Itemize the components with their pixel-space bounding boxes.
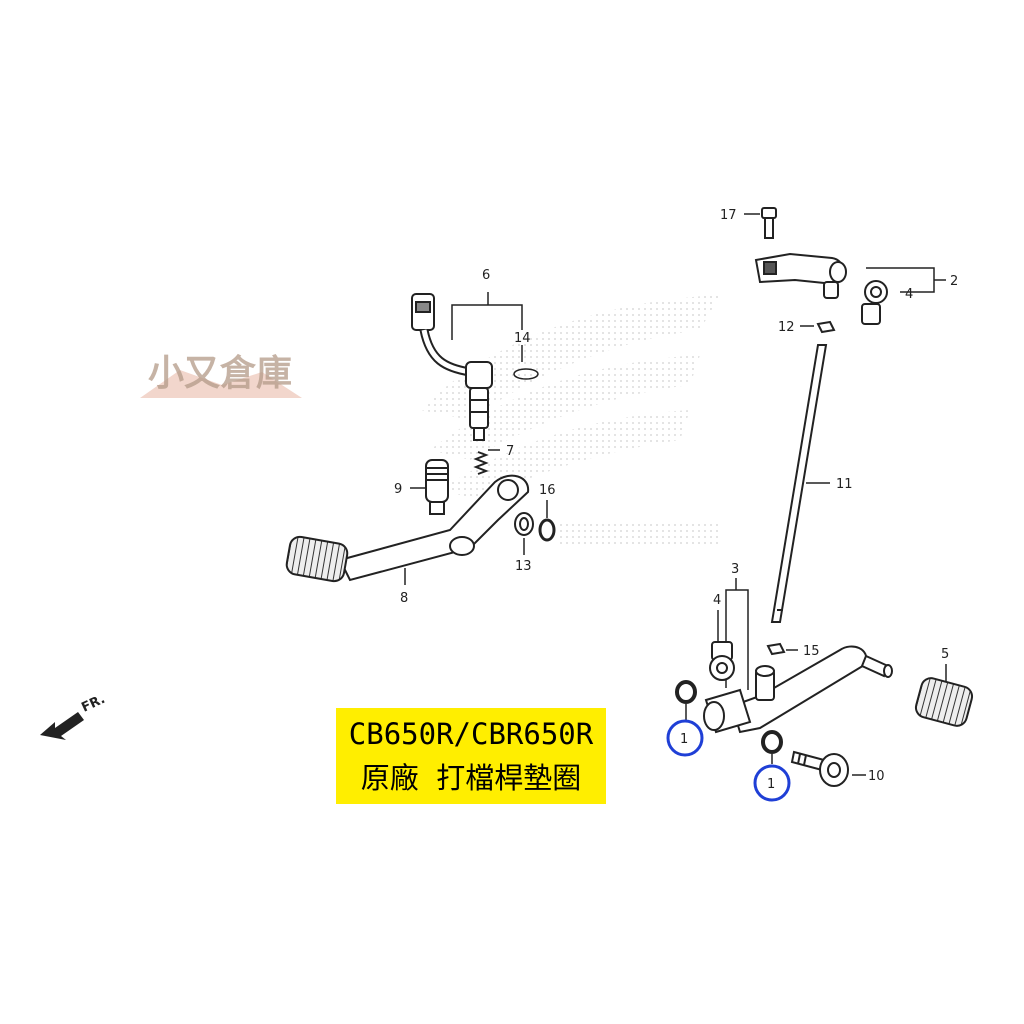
part-4-lower-rod-end [709, 641, 735, 681]
front-direction-label: FR. [79, 692, 107, 716]
callout-1-right: 1 [767, 777, 775, 792]
part-6-shift-rod [411, 293, 493, 441]
callout-2: 2 [950, 274, 958, 289]
part-1-washer-left [675, 680, 697, 722]
part-12-nut [816, 320, 836, 334]
callout-10: 10 [868, 769, 885, 784]
callout-16: 16 [539, 483, 556, 498]
caption-description-line: 原廠 打檔桿墊圈 [360, 761, 582, 795]
callout-8: 8 [400, 591, 408, 606]
caption-model-line: CB650R/CBR650R [348, 717, 594, 751]
part-17-bolt [761, 207, 777, 239]
callout-15: 15 [803, 644, 820, 659]
part-16-o-ring [538, 518, 556, 542]
callout-5: 5 [941, 647, 949, 662]
part-7-spring [473, 449, 500, 475]
callout-4-upper: 4 [905, 287, 913, 302]
shop-watermark-text: 小又倉庫 [148, 352, 292, 394]
front-direction-arrow-icon: FR. [40, 692, 108, 740]
callout-14: 14 [514, 331, 531, 346]
shop-watermark-logo: 小又倉庫 [140, 352, 302, 398]
callout-4-lower: 4 [713, 593, 721, 608]
callout-7: 7 [506, 444, 514, 459]
part-15-nut [766, 642, 786, 656]
part-2-shift-arm [754, 252, 847, 299]
callout-9: 9 [394, 482, 402, 497]
part-9-boot [425, 459, 449, 515]
part-14-clip [513, 345, 539, 380]
callout-11: 11 [836, 477, 853, 492]
callout-17: 17 [720, 208, 737, 223]
callout-3: 3 [731, 562, 739, 577]
part-3-shift-lever [703, 645, 893, 734]
product-caption-banner: CB650R/CBR650R 原廠 打檔桿墊圈 [336, 708, 606, 804]
callout-1-left: 1 [680, 732, 688, 747]
callout-12: 12 [778, 320, 795, 335]
callout-bracket-6 [451, 304, 523, 340]
part-1-washer-right [761, 730, 783, 764]
part-13-washer [514, 512, 534, 536]
highlight-circle-left: 1 [666, 719, 704, 757]
part-5-foot-peg-rubber [914, 677, 974, 727]
callout-bracket-3 [725, 589, 749, 690]
part-8-gear-pedal [285, 474, 530, 583]
part-11-tie-rod [770, 344, 828, 623]
part-4-upper-rod-end [861, 280, 888, 325]
honda-wing-watermark [420, 295, 720, 545]
part-10-pivot-bolt [790, 750, 849, 787]
highlight-circle-right: 1 [753, 764, 791, 802]
callout-13: 13 [515, 559, 532, 574]
callout-6: 6 [482, 268, 490, 283]
